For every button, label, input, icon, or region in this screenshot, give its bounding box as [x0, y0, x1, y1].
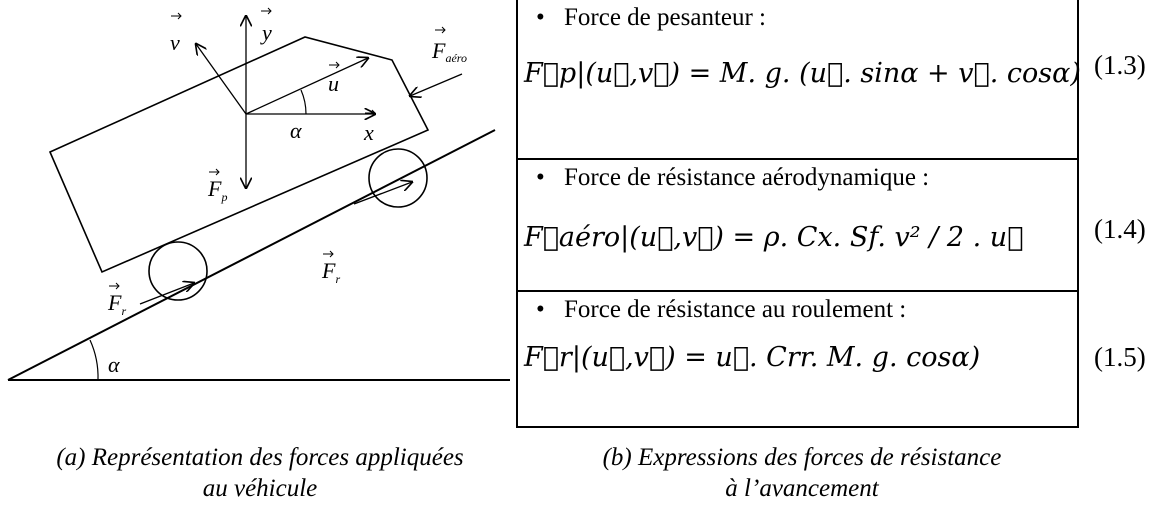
gravity-force-title: •Force de pesanteur :: [536, 4, 767, 31]
equation-number-1-3: (1.3): [1094, 50, 1146, 80]
label-y: y: [260, 20, 272, 45]
label-x: x: [363, 120, 374, 145]
label-f-r-front: Fr: [321, 258, 340, 286]
label-u: u: [328, 71, 339, 96]
car-angle-arc: [300, 89, 307, 115]
rolling-force-cell: •Force de résistance au roulement : F⃗r|…: [518, 290, 1077, 428]
label-alpha-car: α: [290, 118, 302, 143]
gravity-force-cell: •Force de pesanteur : F⃗p|(u⃗,v⃗) = M. g…: [518, 0, 1081, 158]
label-alpha-ground: α: [108, 352, 120, 377]
label-f-p: Fp: [207, 176, 227, 204]
aero-force-cell: •Force de résistance aérodynamique : F⃗a…: [518, 158, 1077, 290]
rear-rolling-force-arrow: [139, 283, 194, 305]
v-axis: [196, 44, 247, 115]
slope-angle-arc: [89, 339, 99, 381]
car-body: [48, 36, 430, 274]
aero-force-arrow: [410, 73, 463, 96]
gravity-force-formula: F⃗p|(u⃗,v⃗) = M. g. (u⃗. sinα + v⃗. cosα…: [524, 58, 1081, 89]
rear-wheel: [148, 241, 208, 301]
slope-line: [7, 129, 496, 381]
equation-number-1-5: (1.5): [1094, 342, 1146, 372]
equation-number-1-4: (1.4): [1094, 214, 1146, 244]
label-v: v: [170, 30, 180, 55]
u-axis: [245, 58, 368, 115]
rolling-force-formula: F⃗r|(u⃗,v⃗) = u⃗. Crr. M. g. cosα): [524, 342, 981, 373]
front-wheel: [368, 148, 428, 208]
caption-a: (a) Représentation des forces appliquées…: [56, 444, 464, 502]
aero-force-title: •Force de résistance aérodynamique :: [536, 164, 930, 191]
rolling-force-title: •Force de résistance au roulement :: [536, 296, 907, 323]
label-f-aero: Faéro: [431, 38, 467, 65]
force-expressions-table: •Force de pesanteur : F⃗p|(u⃗,v⃗) = M. g…: [516, 0, 1081, 428]
front-rolling-force-arrow: [353, 182, 412, 205]
label-f-r-rear: Fr: [107, 290, 126, 318]
caption-b: (b) Expressions des forces de résistance…: [602, 444, 1002, 502]
vehicle-force-diagram: v y u x α α Faéro Fp Fr Fr: [7, 7, 510, 381]
aero-force-formula: F⃗aéro|(u⃗,v⃗) = ρ. Cx. Sf. v² / 2 . u⃗: [524, 222, 1024, 253]
